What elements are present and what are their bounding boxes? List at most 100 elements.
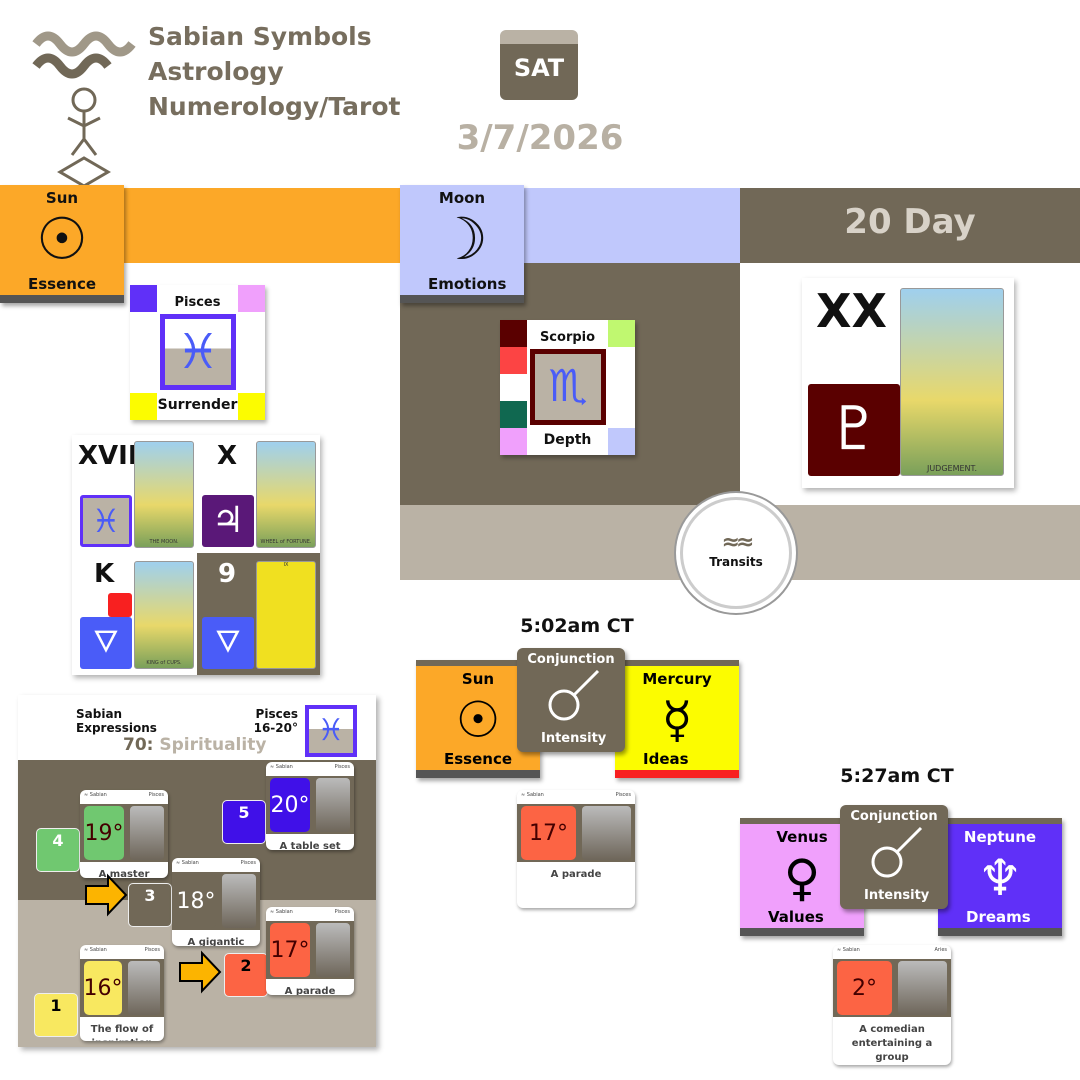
theme-name: Spirituality: [159, 735, 267, 755]
sun-sign-box: Pisces ♓ Surrender: [130, 285, 265, 420]
tarot-label: X: [217, 441, 238, 471]
cup-icon: 🜄: [202, 617, 254, 669]
cup-icon: 🜄: [80, 617, 132, 669]
sabian-logo: ≈ Sabian: [837, 947, 860, 953]
step-number: 4: [36, 828, 80, 872]
pisces-icon: ♓: [160, 314, 236, 390]
symbol-image: [222, 874, 256, 928]
theme-number: 70:: [123, 735, 154, 755]
card-header: ≈ Sabian Pisces: [517, 790, 635, 804]
planet-card-mercury[interactable]: Mercury ☿Ideas: [615, 660, 739, 778]
title-line: Sabian Symbols: [148, 22, 372, 51]
sun-icon: ☉: [455, 691, 501, 749]
range: Pisces: [255, 707, 298, 721]
tarot-label: 9: [218, 559, 237, 589]
sun-icon: ☉: [36, 205, 88, 273]
title-line: Numerology/Tarot: [148, 92, 401, 121]
moon-sign-box: Scorpio ♏ Depth: [500, 320, 635, 455]
pisces-icon: ♓: [80, 495, 132, 547]
planet-card-neptune[interactable]: Neptune♆Dreams: [938, 818, 1062, 936]
moon-card: Moon ☽ Emotions: [400, 185, 524, 303]
degree: 2°: [837, 961, 892, 1015]
step-number: 2: [224, 953, 268, 997]
panel-title: Sabian: [76, 707, 123, 721]
symbol-text: A table set for an evening meal: [279, 841, 341, 850]
neptune-icon: ♆: [977, 849, 1023, 907]
card-strip: 17°: [266, 921, 354, 979]
degree: 19°: [84, 806, 124, 860]
card-strip: 19°: [80, 804, 168, 862]
card-sign: Pisces: [615, 792, 631, 798]
step-number: 1: [34, 993, 78, 1037]
planet-keyword: Essence: [444, 750, 513, 768]
symbol-text: The flow of inspiration: [90, 1024, 154, 1041]
pluto-icon: ♇: [808, 384, 900, 476]
day-roman: XX: [816, 284, 887, 338]
sabian-logo: ≈ Sabian: [84, 792, 107, 798]
symbol-text: A parade: [550, 869, 602, 880]
planet-keyword: Ideas: [643, 750, 689, 768]
card-strip: 2°: [833, 959, 951, 1017]
sabian-logo: ≈ Sabian: [270, 764, 293, 770]
moon-keyword: Emotions: [428, 275, 507, 293]
sun-name: Sun: [45, 189, 79, 207]
step-number: 3: [128, 883, 172, 927]
tarot-card: THE MOON.: [134, 441, 194, 548]
degree: 17°: [270, 923, 310, 977]
symbol-image: [582, 806, 631, 860]
arrow-icon: [84, 873, 128, 921]
sabian-card[interactable]: ≈ Sabian Aries 2° A comedian entertaining a…: [833, 945, 951, 1065]
step-number: 5: [222, 800, 266, 844]
symbol-text: A comedian entertaining a group: [851, 1024, 933, 1063]
arrow-icon: [178, 950, 222, 998]
degree: 16°: [84, 961, 123, 1015]
transit-time: 5:02am CT: [520, 615, 634, 637]
tarot-label: K: [94, 559, 115, 589]
card-strip: 16°: [80, 959, 164, 1017]
conjunction-icon: [517, 667, 625, 727]
transits-label: Transits: [709, 555, 763, 569]
sign-keyword: Depth: [543, 432, 592, 448]
planet-keyword: Dreams: [966, 908, 1031, 926]
tarot-card: KING of CUPS.: [134, 561, 194, 669]
sign-keyword: Surrender: [157, 397, 238, 413]
degree: 18°: [176, 874, 216, 928]
card-strip: 20°: [266, 776, 354, 834]
theme: 70: Spirituality: [123, 735, 266, 755]
pisces-icon: ♓: [305, 705, 357, 757]
sabian-logo: ≈ Sabian: [521, 792, 544, 798]
tarot-card-judgement: JUDGEMENT.: [900, 288, 1004, 476]
day-label: 20 Day: [844, 202, 976, 242]
symbol-text: A parade: [284, 986, 336, 995]
moon-name: Moon: [438, 189, 486, 207]
mercury-icon: ☿: [661, 691, 693, 749]
weekday: SAT: [513, 54, 565, 82]
planet-name: Mercury: [642, 670, 712, 688]
card-sign: Aries: [934, 947, 947, 953]
tarot-card: WHEEL of FORTUNE.: [256, 441, 316, 548]
fire-element-icon: [108, 593, 132, 617]
symbol-image: [316, 778, 350, 832]
card-sign: Pisces: [148, 792, 164, 798]
card-header: ≈ Sabian Pisces: [80, 790, 168, 804]
sun-card: Sun ☉ Essence: [0, 185, 124, 303]
aspect-keyword: Intensity: [864, 888, 930, 903]
sun-keyword: Essence: [28, 275, 97, 293]
conjunction-icon: [840, 824, 948, 884]
planet-name: Sun: [461, 670, 495, 688]
calendar-icon: SAT: [500, 30, 578, 100]
transits-badge: ≈≈ Transits: [680, 497, 792, 609]
tarot-panel: XVIII ♓ THE MOON. X ♃ WHEEL of FORTUNE. …: [72, 435, 320, 675]
logo: [32, 22, 142, 188]
